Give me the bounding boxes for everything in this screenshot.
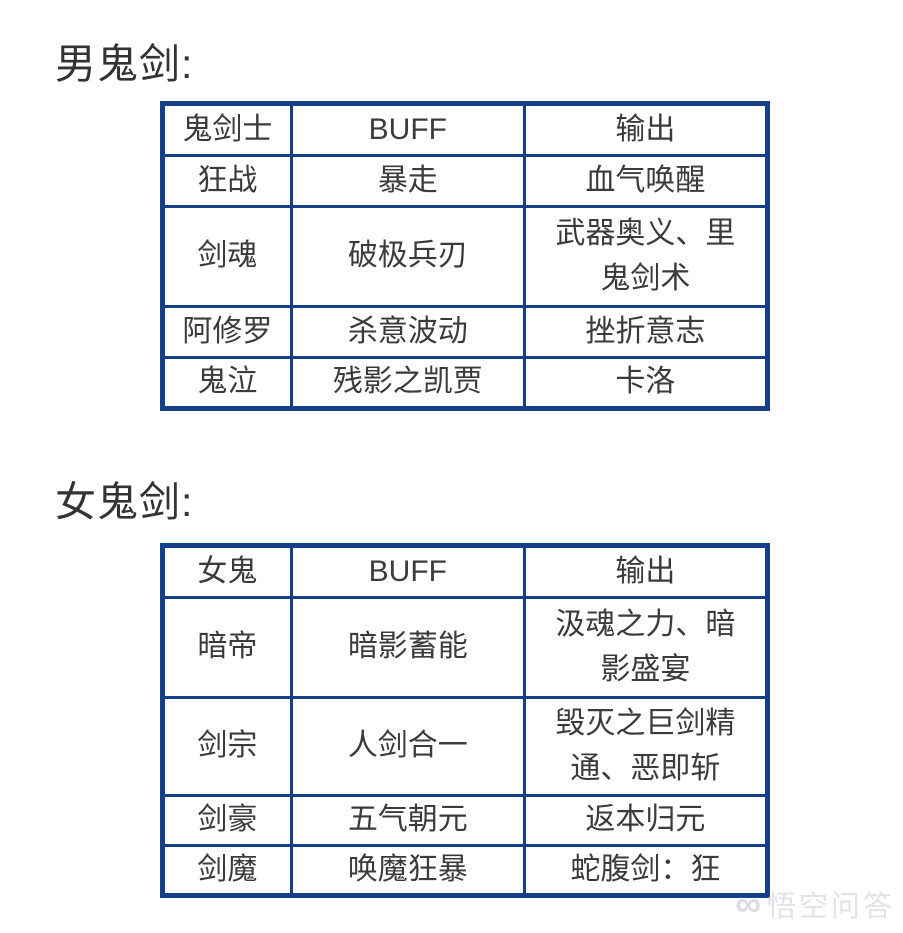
dps-cell: 血气唤醒 (522, 154, 770, 208)
buff-cell: 五气朝元 (289, 794, 526, 847)
watermark: ∞ 悟空问答 (735, 883, 895, 925)
dps-cell: 返本归元 (522, 794, 770, 847)
female-ghostsword-table: 女鬼 BUFF 输出 暗帝 暗影蓄能 汲魂之力、暗 影盛宴 剑宗 人剑合一 毁灭… (160, 543, 770, 898)
dps-cell: 武器奥义、里 鬼剑术 (522, 205, 770, 308)
male-ghostsword-table: 鬼剑士 BUFF 输出 狂战 暴走 血气唤醒 剑魂 破极兵刃 武器奥义、里 鬼剑… (160, 101, 770, 411)
class-cell: 剑魔 (161, 844, 293, 897)
table-row: 阿修罗 杀意波动 挫折意志 (161, 305, 770, 359)
class-cell: 剑宗 (161, 696, 293, 797)
wukong-qa-logo-icon: ∞ (735, 883, 761, 924)
buff-cell: 唤魔狂暴 (289, 844, 526, 897)
table-row: 剑宗 人剑合一 毁灭之巨剑精 通、恶即斩 (161, 696, 770, 797)
buff-cell: 残影之凯贾 (289, 356, 526, 410)
buff-cell: 暴走 (289, 154, 526, 208)
class-cell: 鬼泣 (161, 356, 293, 410)
class-cell: 阿修罗 (161, 305, 293, 359)
section-title-female-ghostsword: 女鬼剑: (55, 479, 194, 525)
buff-cell: 破极兵刃 (289, 205, 526, 308)
watermark-text: 悟空问答 (766, 891, 895, 923)
column-header-class: 女鬼 (161, 544, 293, 599)
table-row: 鬼泣 残影之凯贾 卡洛 (161, 356, 770, 410)
class-cell: 暗帝 (161, 596, 293, 699)
dps-cell: 挫折意志 (522, 305, 770, 359)
dps-cell: 卡洛 (522, 356, 770, 410)
class-cell: 剑魂 (161, 205, 293, 308)
table-row: 狂战 暴走 血气唤醒 (161, 154, 770, 208)
class-cell: 狂战 (161, 154, 293, 208)
table-row: 剑豪 五气朝元 返本归元 (161, 794, 770, 847)
table-row: 剑魂 破极兵刃 武器奥义、里 鬼剑术 (161, 205, 770, 308)
table-row: 剑魔 唤魔狂暴 蛇腹剑：狂 (161, 844, 770, 897)
column-header-buff: BUFF (289, 544, 526, 599)
dps-cell: 毁灭之巨剑精 通、恶即斩 (522, 696, 770, 797)
buff-cell: 杀意波动 (289, 305, 526, 359)
column-header-dps: 输出 (522, 544, 770, 599)
column-header-class: 鬼剑士 (161, 102, 293, 157)
section-title-male-ghostsword: 男鬼剑: (55, 41, 194, 87)
column-header-dps: 输出 (522, 102, 770, 157)
table-header-row: 女鬼 BUFF 输出 (161, 544, 770, 599)
column-header-buff: BUFF (289, 102, 526, 157)
class-cell: 剑豪 (161, 794, 293, 847)
dps-cell: 蛇腹剑：狂 (522, 844, 770, 897)
buff-cell: 暗影蓄能 (289, 596, 526, 699)
table-row: 暗帝 暗影蓄能 汲魂之力、暗 影盛宴 (161, 596, 770, 699)
table-header-row: 鬼剑士 BUFF 输出 (161, 102, 770, 157)
dps-cell: 汲魂之力、暗 影盛宴 (522, 596, 770, 699)
buff-cell: 人剑合一 (289, 696, 526, 797)
